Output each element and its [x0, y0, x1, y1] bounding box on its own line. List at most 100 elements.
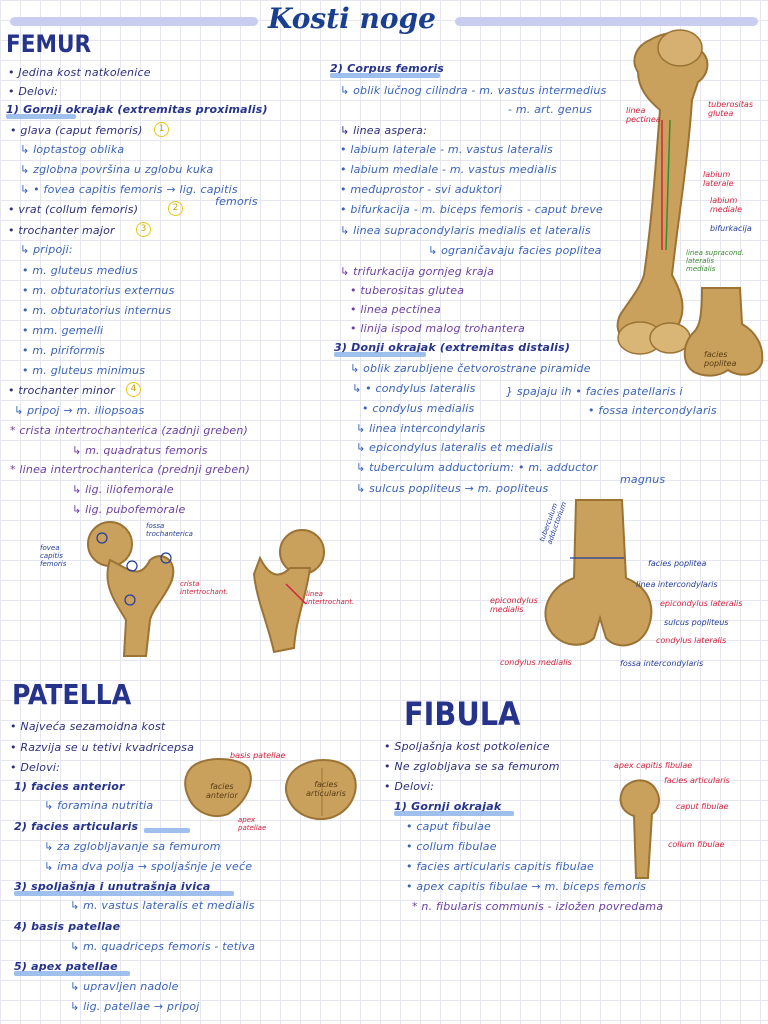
femur-line: • glava (caput femoris): [10, 124, 143, 137]
patella-heading: PATELLA: [12, 678, 132, 711]
femur-line: • m. obturatorius externus: [22, 284, 175, 297]
patella-part-2: 2) facies articularis: [14, 820, 139, 833]
femur-line: • međuprostor - svi aduktori: [340, 183, 502, 196]
fibula-line: • Spoljašnja kost potkolenice: [384, 740, 550, 753]
femur-line: ↳ loptastog oblika: [20, 143, 125, 156]
label-caput-fibulae: caput fibulae: [676, 802, 729, 811]
femur-line: ↳ lig. iliofemorale: [72, 483, 174, 496]
femur-line: • m. obturatorius internus: [22, 304, 172, 317]
label-linea-intertrochanterica: linea intertrochant.: [306, 590, 355, 606]
femur-line: • trochanter minor: [8, 384, 115, 397]
label-collum-fibulae: collum fibulae: [668, 840, 725, 849]
highlight: [14, 891, 234, 896]
patella-part-3: 3) spoljašnja i unutrašnja ivica: [14, 880, 211, 893]
femur-line: * crista intertrochanterica (zadnji greb…: [10, 424, 249, 437]
title-decoration-right: [455, 17, 758, 26]
femur-line: • vrat (collum femoris): [8, 203, 139, 216]
label-epicondylus-medialis: epicondylus medialis: [490, 596, 538, 614]
fibula-line: • Ne zglobljava se sa femurom: [384, 760, 560, 773]
label-facies-poplitea-img: facies poplitea: [704, 350, 737, 368]
femur-line: ↳ oblik lučnog cilindra - m. vastus inte…: [340, 84, 607, 97]
femur-line: ↳ linea intercondylaris: [356, 422, 486, 435]
label-linea-intercondylaris: linea intercondylaris: [636, 580, 718, 589]
femur-line: ↳ linea aspera:: [340, 124, 427, 137]
highlight: [330, 73, 440, 78]
label-fovea-capitis: fovea capitis femoris: [40, 544, 67, 568]
femur-line: • fossa intercondylaris: [588, 404, 717, 417]
fibula-heading: FIBULA: [404, 695, 521, 733]
fibula-image: [619, 779, 660, 879]
femur-line: } spajaju ih • facies patellaris i: [506, 385, 683, 398]
label-crista-intertrochanterica: crista intertrochant.: [180, 580, 229, 596]
label-epicondylus-lateralis: epicondylus lateralis: [660, 599, 743, 608]
fibula-part-1: 1) Gornji okrajak: [394, 800, 502, 813]
femur-line: ↳ sulcus popliteus → m. popliteus: [356, 482, 549, 495]
label-labium-laterale: labium laterale: [703, 170, 734, 188]
highlight: [334, 352, 426, 357]
patella-line: ↳ m. vastus lateralis et medialis: [70, 899, 255, 912]
patella-part-4: 4) basis patellae: [14, 920, 121, 933]
femur-distal-image: [683, 287, 764, 377]
patella-part-1: 1) facies anterior: [14, 780, 125, 793]
fibula-line: • facies articularis capitis fibulae: [406, 860, 595, 873]
patella-line: ↳ lig. patellae → pripoj: [70, 1000, 200, 1013]
femur-line: • tuberositas glutea: [350, 284, 465, 297]
patella-line: • Najveća sezamoidna kost: [10, 720, 166, 733]
femur-line: ↳ • fovea capitis femoris → lig. capitis: [20, 183, 238, 196]
patella-line: ↳ ima dva polja → spoljašnje je veće: [44, 860, 253, 873]
label-linea-supracondylaris: linea supracond. lateralis medialis: [686, 249, 745, 273]
femur-line: • linija ispod malog trohantera: [350, 322, 525, 335]
patella-line: • Razvija se u tetivi kvadricepsa: [10, 741, 195, 754]
femur-proximal-posterior-image: [87, 521, 175, 657]
patella-line: ↳ foramina nutritia: [44, 799, 154, 812]
patella-line: • Delovi:: [10, 761, 61, 774]
fibula-line: • Delovi:: [384, 780, 435, 793]
femur-line: • m. piriformis: [22, 344, 105, 357]
femur-line: * linea intertrochanterica (prednji greb…: [10, 463, 250, 476]
title-decoration-left: [10, 17, 258, 26]
highlight: [14, 971, 130, 976]
femur-line: magnus: [620, 473, 666, 486]
femur-section-3: 3) Donji okrajak (extremitas distalis): [334, 341, 571, 354]
page-title: Kosti noge: [268, 2, 436, 35]
label-condylus-lateralis: condylus lateralis: [656, 636, 727, 645]
label-fossa-trochanterica: fossa trochanterica: [146, 522, 193, 538]
label-fossa-intercondylaris: fossa intercondylaris: [620, 659, 704, 668]
femur-line: • labium mediale - m. vastus medialis: [340, 163, 557, 176]
femur-line: • trochanter major: [8, 224, 115, 237]
femur-line: • Jedina kost natkolenice: [8, 66, 151, 79]
label-facies-articularis-fibulae: facies articularis: [664, 776, 730, 785]
femur-line: ↳ pripoji:: [20, 243, 73, 256]
label-linea-pectinea: linea pectinea: [626, 106, 661, 124]
femur-line: • linea pectinea: [350, 303, 441, 316]
patella-line: ↳ m. quadriceps femoris - tetiva: [70, 940, 256, 953]
femur-line: ↳ epicondylus lateralis et medialis: [356, 441, 554, 454]
femur-line: ↳ oblik zarubljene četvorostrane piramid…: [350, 362, 591, 375]
femur-line: ↳ pripoj → m. iliopsoas: [14, 404, 145, 417]
femur-line: • condylus medialis: [362, 402, 475, 415]
femur-line: ↳ • condylus lateralis: [352, 382, 476, 395]
highlight: [144, 828, 190, 833]
patella-images: [184, 758, 357, 820]
marker-1: 1: [154, 122, 169, 137]
fibula-line: • collum fibulae: [406, 840, 497, 853]
marker-3: 3: [136, 222, 151, 237]
femur-section-2: 2) Corpus femoris: [330, 62, 445, 75]
label-facies-anterior: facies anterior: [206, 782, 238, 800]
patella-part-5: 5) apex patellae: [14, 960, 118, 973]
femur-section-1: 1) Gornji okrajak (extremitas proximalis…: [6, 103, 268, 116]
patella-line: ↳ za zglobljavanje sa femurom: [44, 840, 221, 853]
label-bifurkacija: bifurkacija: [710, 224, 752, 233]
femur-line: ↳ m. quadratus femoris: [72, 444, 208, 457]
femur-line: • labium laterale - m. vastus lateralis: [340, 143, 553, 156]
femur-line: • m. gluteus medius: [22, 264, 139, 277]
femur-line: • m. gluteus minimus: [22, 364, 146, 377]
femur-line: • mm. gemelli: [22, 324, 104, 337]
marker-4: 4: [126, 382, 141, 397]
patella-line: ↳ upravljen nadole: [70, 980, 179, 993]
fibula-line: * n. fibularis communis - izložen povred…: [412, 900, 664, 913]
fibula-line: • apex capitis fibulae → m. biceps femor…: [406, 880, 647, 893]
femur-line: ↳ lig. pubofemorale: [72, 503, 186, 516]
label-apex-capitis-fibulae: apex capitis fibulae: [614, 761, 693, 770]
label-facies-articularis: facies articularis: [306, 780, 346, 798]
